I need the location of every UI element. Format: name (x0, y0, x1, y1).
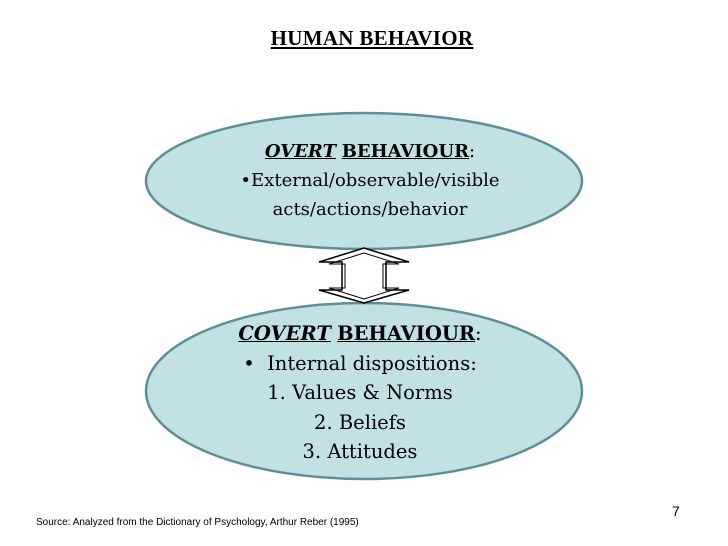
covert-line-4: 3. Attitudes (302, 440, 418, 463)
source-citation: Source: Analyzed from the Dictionary of … (36, 517, 359, 528)
covert-heading: COVERT BEHAVIOUR: (205, 319, 515, 349)
covert-heading-em: COVERT (238, 322, 331, 345)
covert-line-3: 2. Beliefs (314, 410, 406, 434)
covert-line-2: 1. Values & Norms (267, 381, 453, 404)
overt-heading: OVERT BEHAVIOUR: (200, 137, 540, 166)
covert-heading-colon: : (475, 322, 482, 345)
page-number: 7 (672, 503, 680, 519)
overt-heading-em: OVERT (264, 141, 336, 162)
covert-heading-strong: BEHAVIOUR (337, 322, 476, 345)
double-arrow-inner (328, 252, 400, 300)
slide-title: HUMAN BEHAVIOR (270, 26, 474, 50)
overt-heading-colon: : (469, 141, 476, 162)
overt-line-2: acts/actions/behavior (272, 199, 468, 220)
overt-behaviour-text: OVERT BEHAVIOUR: •External/observable/vi… (200, 137, 540, 224)
double-arrow (318, 247, 410, 304)
covert-behaviour-text: COVERT BEHAVIOUR: • Internal disposition… (205, 319, 515, 467)
overt-heading-strong: BEHAVIOUR (341, 141, 470, 162)
covert-line-1: • Internal dispositions: (243, 351, 477, 375)
overt-line-1: •External/observable/visible (240, 170, 500, 191)
